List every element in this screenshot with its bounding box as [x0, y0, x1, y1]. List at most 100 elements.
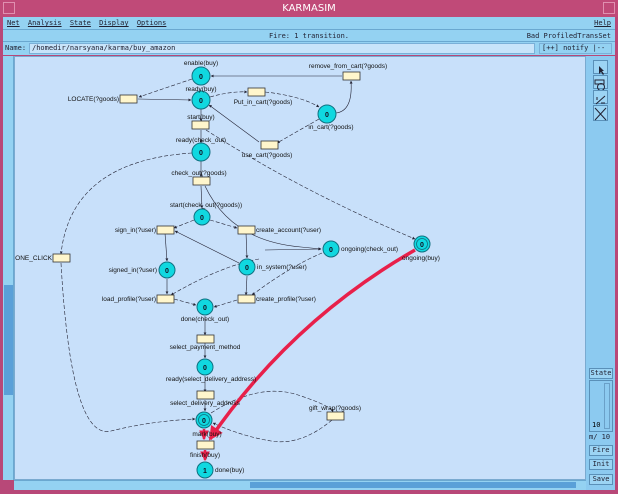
state-max: m/ 10 — [589, 433, 611, 441]
menu-display[interactable]: Display — [99, 19, 129, 27]
token-count: 0 — [329, 247, 333, 254]
transition-select-payment-method[interactable]: select_payment_method — [170, 334, 241, 351]
menu-state[interactable]: State — [69, 19, 91, 27]
transition-select-delivery-address[interactable]: select_delivery_address — [170, 390, 241, 407]
slider-track[interactable] — [604, 383, 610, 429]
menu-options[interactable]: Options — [136, 19, 167, 27]
transition-locate[interactable]: LOCATE(?goods) — [68, 94, 138, 104]
token-count: 0 — [203, 365, 207, 372]
token-count: 0 — [203, 305, 207, 312]
token-count: 0 — [199, 98, 203, 105]
place-ongoing-check-out[interactable]: 0 ongoing(check_out) — [322, 240, 398, 258]
transition-label: gift_wrap(?goods) — [309, 405, 361, 412]
status-row: Fire: 1 transition. Bad ProfiledTransSet — [3, 30, 615, 42]
window-title: KARMASIM — [282, 3, 336, 14]
menu-net[interactable]: Net — [7, 19, 20, 27]
place-label: signed_in(?user) — [109, 267, 157, 274]
transition-tool-icon[interactable] — [593, 90, 608, 105]
title-bar: KARMASIM — [0, 0, 618, 17]
vertical-scrollbar[interactable] — [3, 56, 14, 480]
horizontal-scroll-thumb[interactable] — [250, 482, 576, 488]
token-count: 0 — [420, 242, 424, 249]
transition-label: create_account(?user) — [256, 227, 321, 234]
place-tool-icon[interactable] — [593, 75, 608, 91]
place-label: done(buy) — [215, 467, 244, 474]
state-value: 10 — [592, 421, 601, 429]
transition-label: select_delivery_address — [170, 400, 240, 407]
place-in-system[interactable]: 0 in_system(?user) — [238, 258, 307, 276]
transition-start-buy[interactable]: start(buy) — [187, 114, 215, 130]
place-done-buy[interactable]: 1 done(buy) — [196, 461, 244, 479]
place-ongoing-buy[interactable]: 0 ongoing(buy) — [402, 235, 440, 262]
notify-toggle[interactable]: [++] notify |-- — [539, 43, 612, 54]
token-count: 0 — [202, 418, 206, 425]
token-count: 0 — [199, 150, 203, 157]
highlighted-arcs — [199, 248, 416, 462]
place-label: in_cart(?goods) — [308, 124, 353, 131]
token-count: 0 — [245, 265, 249, 272]
transition-finish-buy[interactable]: finish(buy) — [190, 440, 220, 459]
init-button[interactable]: Init — [589, 459, 613, 470]
transition-remove-from-cart[interactable]: remove_from_cart(?goods) — [309, 63, 387, 81]
transition-label: remove_from_cart(?goods) — [309, 63, 387, 70]
pointer-icon[interactable] — [593, 60, 608, 75]
place-done-check-out[interactable]: 0 done(check_out) — [181, 298, 229, 323]
status-message: Fire: 1 transition. — [268, 32, 350, 40]
transition-put-in-cart[interactable]: Put_in_cart(?goods) — [234, 87, 293, 106]
arcs — [59, 74, 416, 443]
window-menu-button[interactable] — [3, 2, 15, 14]
place-label: ongoing(check_out) — [341, 246, 398, 253]
fire-button[interactable]: Fire — [589, 445, 613, 456]
vertical-scroll-thumb[interactable] — [4, 285, 13, 395]
transition-create-profile[interactable]: create_profile(?user) — [237, 294, 316, 304]
transition-load-profile[interactable]: load_profile(?user) — [102, 294, 175, 304]
place-label: ready(select_delivery_address) — [166, 376, 256, 383]
transition-label: LOCATE(?goods) — [68, 96, 119, 103]
name-field[interactable]: /homedir/narsyana/karma/buy_amazon — [29, 43, 535, 54]
name-row: Name: /homedir/narsyana/karma/buy_amazon… — [3, 42, 615, 55]
place-label: mark(buy) — [192, 431, 221, 438]
place-enable-buy[interactable]: 0 enable(buy) — [184, 60, 218, 86]
place-ready-check-out[interactable]: 0 ready(check_out) — [176, 137, 226, 162]
transition-label: finish(buy) — [190, 452, 220, 459]
transition-label: select_payment_method — [170, 344, 241, 351]
place-in-cart[interactable]: 0in_cart(?goods) — [308, 104, 354, 131]
transitions: remove_from_cart(?goods) LOCATE(?goods) … — [15, 63, 387, 459]
place-label: enable(buy) — [184, 60, 218, 67]
menu-bar: Net Analysis State Display Options Help — [3, 17, 615, 30]
name-label: Name: — [5, 44, 27, 52]
transition-label: check_out(?goods) — [171, 170, 226, 177]
delete-icon[interactable] — [593, 105, 608, 121]
token-count: 1 — [203, 468, 207, 475]
tool-panel: State 10 m/ 10 Fire Init Save — [586, 56, 615, 490]
transition-sign-in[interactable]: sign_in(?user) — [115, 225, 175, 235]
token-count: 0 — [199, 74, 203, 81]
state-label: State — [589, 368, 613, 379]
state-slider[interactable]: 10 — [589, 380, 613, 432]
save-button[interactable]: Save — [589, 474, 613, 485]
menu-analysis[interactable]: Analysis — [27, 19, 62, 27]
transition-create-account[interactable]: create_account(?user) — [237, 225, 321, 235]
status-right: Bad ProfiledTransSet — [526, 32, 611, 40]
place-label: done(check_out) — [181, 316, 229, 323]
transition-label: create_profile(?user) — [256, 296, 316, 303]
transition-label: start(buy) — [187, 114, 214, 121]
transition-check-out[interactable]: check_out(?goods) — [171, 170, 227, 186]
menu-help[interactable]: Help — [594, 19, 611, 27]
place-mark[interactable]: 0 mark(buy) — [192, 411, 222, 438]
place-label: ongoing(buy) — [402, 255, 440, 262]
place-ready-select-delivery-address[interactable]: 0 ready(select_delivery_address) — [166, 358, 256, 383]
transition-gift-wrap[interactable]: gift_wrap(?goods) — [309, 405, 361, 421]
transition-one-click[interactable]: ONE_CLICK — [15, 253, 71, 263]
place-label: in_system(?user) — [257, 264, 307, 271]
place-label: ready(check_out) — [176, 137, 226, 144]
transition-use-cart[interactable]: use_cart(?goods) — [242, 140, 293, 159]
transition-label: sign_in(?user) — [115, 227, 156, 234]
maximize-button[interactable] — [603, 2, 615, 14]
token-count: 0 — [200, 215, 204, 222]
